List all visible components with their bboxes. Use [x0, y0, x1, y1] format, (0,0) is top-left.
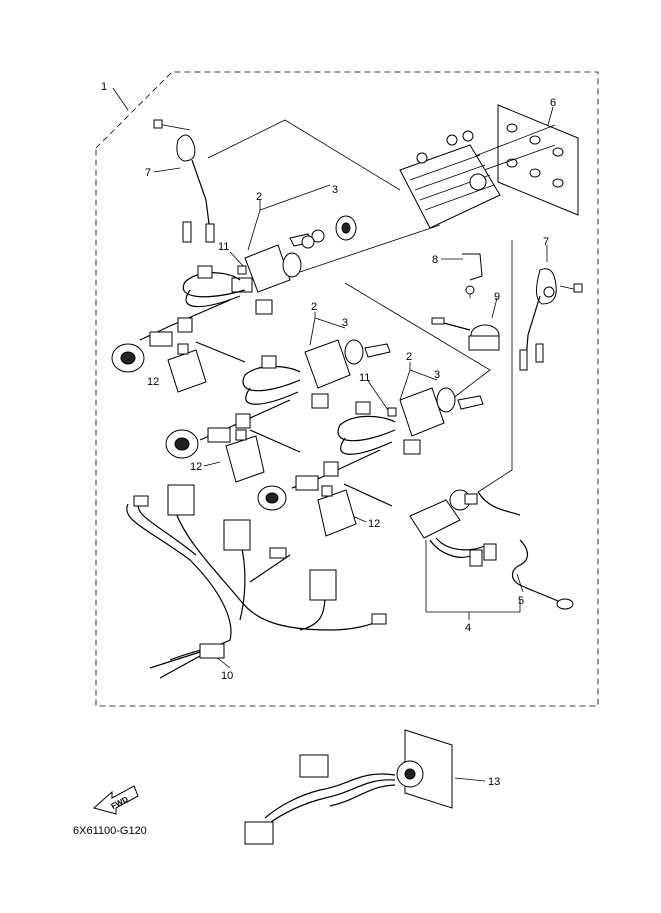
callout-12-mid: 12 [190, 461, 202, 473]
drawing-code: 6X61100-G120 [73, 825, 147, 837]
mounting-plate [469, 104, 579, 216]
callout-5: 5 [518, 595, 524, 607]
callout-10: 10 [221, 670, 233, 682]
callout-2-mid: 2 [311, 301, 317, 313]
callout-3-mid: 3 [342, 317, 348, 329]
callout-7-left: 7 [145, 167, 151, 179]
relay-2 [225, 429, 301, 483]
callout-4: 4 [465, 622, 471, 634]
callout-12-low: 12 [368, 518, 380, 530]
key-set-top [289, 215, 357, 249]
callout-2: 2 [256, 191, 262, 203]
main-switch-2 [165, 339, 391, 459]
buzzer [431, 317, 500, 351]
accessory-panel [244, 729, 453, 845]
callout-11-top: 11 [218, 241, 229, 253]
wire-harness [126, 484, 387, 679]
callout-12-top: 12 [147, 376, 159, 388]
callout-8: 8 [432, 254, 438, 266]
assembly-boundary [95, 71, 599, 707]
relay-1 [167, 341, 246, 393]
main-switch-3 [257, 387, 484, 511]
relay-3 [317, 483, 393, 537]
stop-switch [409, 489, 574, 610]
fwd-arrow: FWD [92, 785, 139, 815]
callout-9: 9 [494, 291, 500, 303]
callout-6: 6 [550, 97, 556, 109]
callout-3-low: 3 [434, 369, 440, 381]
callout-13: 13 [488, 776, 500, 788]
callout-2-low: 2 [406, 351, 412, 363]
switch-panel [399, 130, 501, 229]
callout-11-low: 11 [359, 372, 370, 384]
callout-7-right: 7 [543, 236, 549, 248]
clamp-left [153, 119, 215, 243]
clamp-right [519, 268, 583, 371]
main-switch-1 [111, 244, 302, 373]
callout-1: 1 [101, 81, 107, 93]
callout-3: 3 [332, 184, 338, 196]
callout-labels: 1 2 3 6 7 7 8 9 11 2 3 12 2 3 11 12 12 5… [101, 81, 556, 788]
bracket [462, 253, 483, 298]
